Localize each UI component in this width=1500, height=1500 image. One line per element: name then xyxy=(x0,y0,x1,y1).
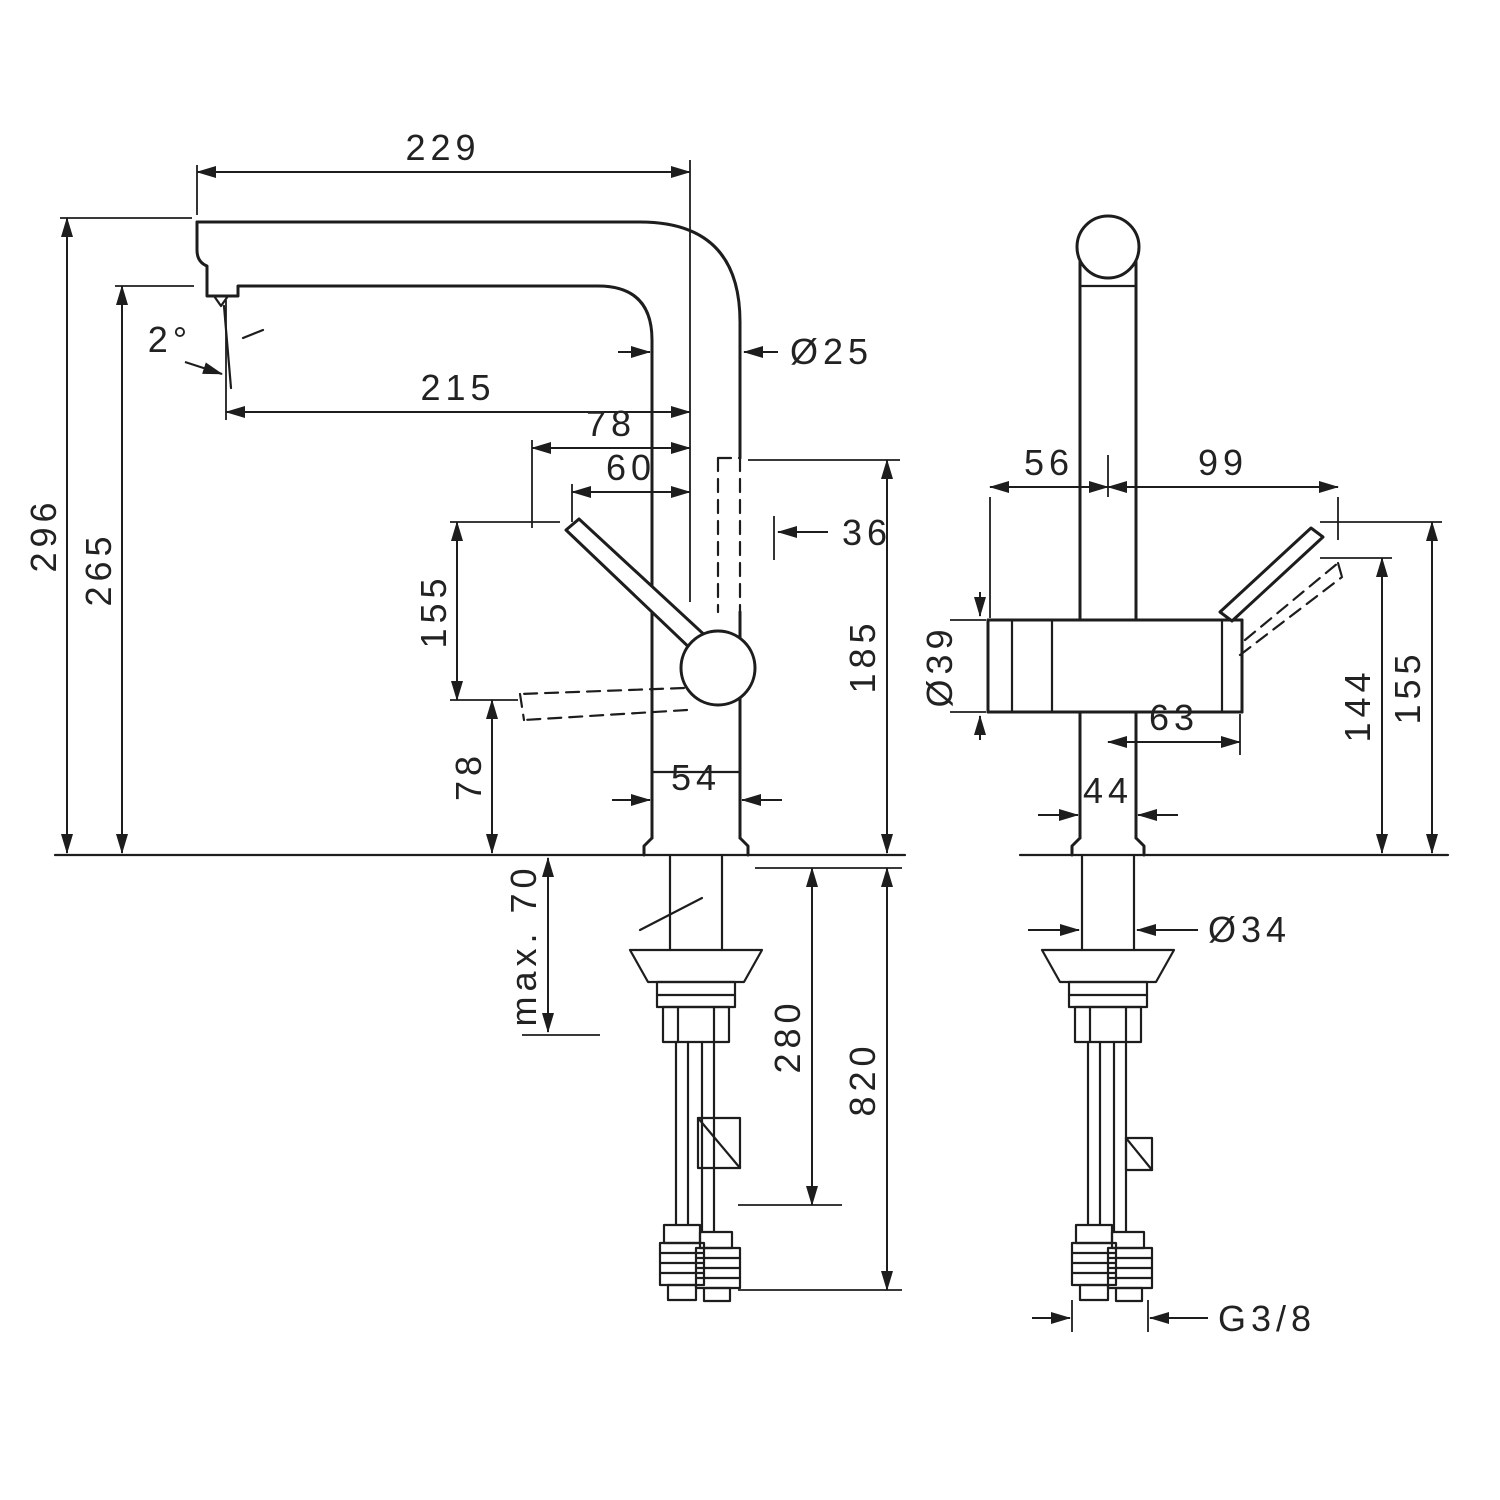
spout-outline xyxy=(195,220,742,602)
front-outline xyxy=(986,214,1344,857)
dim-60-label: 60 xyxy=(606,447,656,488)
dim-36-label: 36 xyxy=(842,512,892,553)
dim-max70-label: max. 70 xyxy=(503,863,544,1026)
dim-280-label: 280 xyxy=(767,998,808,1073)
dim-25-label: Ø25 xyxy=(790,331,873,372)
mounting-hardware-right xyxy=(1040,853,1176,1303)
hidden-pipe-dashed xyxy=(716,456,742,614)
dim-185-label: 185 xyxy=(842,618,883,693)
left-view: 229 Ø25 215 78 60 36 2° 296 265 155 78 5… xyxy=(23,127,907,1303)
dim-g38-label: G3/8 xyxy=(1218,1298,1316,1339)
dim-44-label: 44 xyxy=(1083,770,1133,811)
pipe-top-cap xyxy=(1075,214,1141,280)
mounting-hardware-left xyxy=(628,853,764,1303)
handle-pivot-ball xyxy=(679,629,757,707)
dimension-lines-left xyxy=(61,166,893,1291)
dim-296-label: 296 xyxy=(23,497,64,572)
front-handle-lever xyxy=(1218,526,1325,623)
dim-265-label: 265 xyxy=(78,531,119,606)
dim-78b-label: 78 xyxy=(448,751,489,801)
dimension-labels-right: 56 99 Ø39 63 144 155 44 Ø34 G3/8 xyxy=(919,442,1428,1339)
right-view: 56 99 Ø39 63 144 155 44 Ø34 G3/8 xyxy=(919,214,1450,1339)
dim-215-label: 215 xyxy=(420,367,495,408)
extension-lines-left xyxy=(60,160,902,1291)
dim-63-label: 63 xyxy=(1149,697,1199,738)
dim-54-label: 54 xyxy=(671,757,721,798)
dim-56-label: 56 xyxy=(1024,442,1074,483)
dim-155-left-label: 155 xyxy=(413,573,454,648)
dimension-labels-left: 229 Ø25 215 78 60 36 2° 296 265 155 78 5… xyxy=(23,127,892,1117)
dim-229-label: 229 xyxy=(405,127,480,168)
dim-39-label: Ø39 xyxy=(919,624,960,707)
dim-99-label: 99 xyxy=(1198,442,1248,483)
dim-78-label: 78 xyxy=(586,403,636,444)
handle-lever xyxy=(518,517,757,722)
dim-155-right-label: 155 xyxy=(1387,649,1428,724)
dim-34-label: Ø34 xyxy=(1208,909,1291,950)
dim-2deg-label: 2° xyxy=(148,319,192,360)
dimension-lines-right xyxy=(974,481,1438,1324)
extension-lines-right xyxy=(950,455,1442,1332)
dim-820-label: 820 xyxy=(842,1041,883,1116)
dim-144-label: 144 xyxy=(1337,667,1378,742)
